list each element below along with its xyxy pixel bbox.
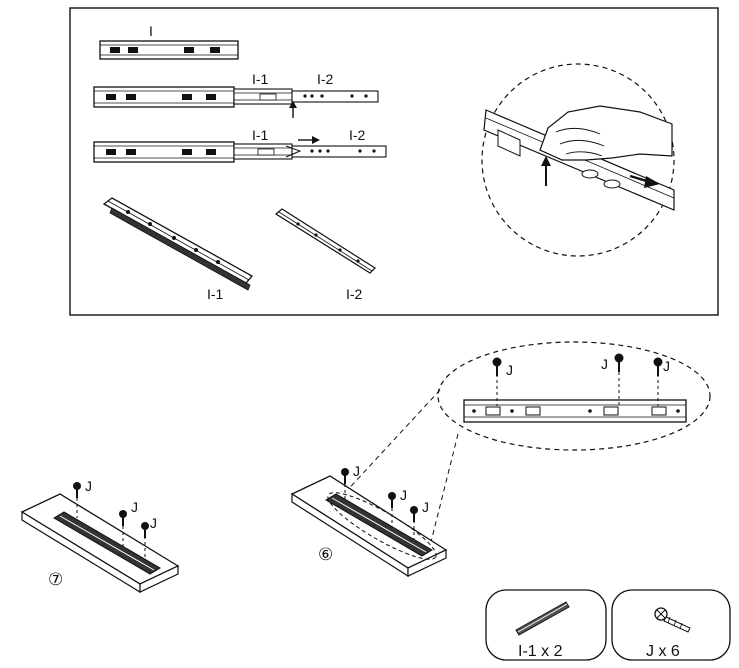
- step-number-7: ⑦: [48, 570, 63, 589]
- screw-detail-oval: J J J: [341, 341, 711, 547]
- top-instruction-panel: I I-1 I-2: [69, 7, 719, 316]
- zoom-screw-label: J: [506, 362, 513, 378]
- rail-closed: I: [99, 23, 239, 60]
- rail-extended-b: I-1 I-2: [93, 127, 387, 163]
- outer-rail-label-b: I-2: [349, 127, 366, 143]
- screw-icon: [73, 482, 149, 538]
- rail-count-label: I-1 x 2: [518, 643, 563, 660]
- step-7-screw-label: J: [150, 515, 157, 531]
- step-6-board: J J J ⑥: [290, 463, 448, 578]
- step-7-screw-label: J: [131, 499, 138, 515]
- screw-icon: [341, 468, 418, 522]
- outer-rail-label-a: I-2: [317, 71, 334, 87]
- step-6-screw-label: J: [422, 499, 429, 515]
- hand-icon: [539, 105, 673, 161]
- zoom-screw-label: J: [663, 358, 670, 374]
- step-7-screw-label: J: [85, 478, 92, 494]
- zoom-screw-label: J: [601, 356, 608, 372]
- rail-extended-a: I-1 I-2: [93, 71, 379, 118]
- parts-box-screw: J x 6: [611, 589, 731, 661]
- step-7-board: J J J ⑦: [20, 478, 180, 594]
- iso-inner-rail: I-1: [102, 197, 254, 302]
- iso-outer-label: I-2: [346, 286, 363, 302]
- screw-count-label: J x 6: [646, 643, 680, 660]
- parts-box-rail: I-1 x 2: [485, 589, 607, 661]
- rail-label: I: [149, 23, 153, 39]
- step-6-screw-label: J: [353, 463, 360, 479]
- inner-rail-label-b: I-1: [252, 127, 269, 143]
- rail-part-icon: [515, 601, 570, 636]
- screw-part-icon: [654, 607, 691, 633]
- iso-inner-label: I-1: [207, 286, 224, 302]
- step-6-screw-label: J: [400, 487, 407, 503]
- iso-outer-rail: I-2: [274, 208, 376, 302]
- step-number-6: ⑥: [318, 545, 333, 564]
- screw-icon: [492, 353, 663, 376]
- release-lever-detail: [481, 63, 675, 257]
- inner-rail-label-a: I-1: [252, 71, 269, 87]
